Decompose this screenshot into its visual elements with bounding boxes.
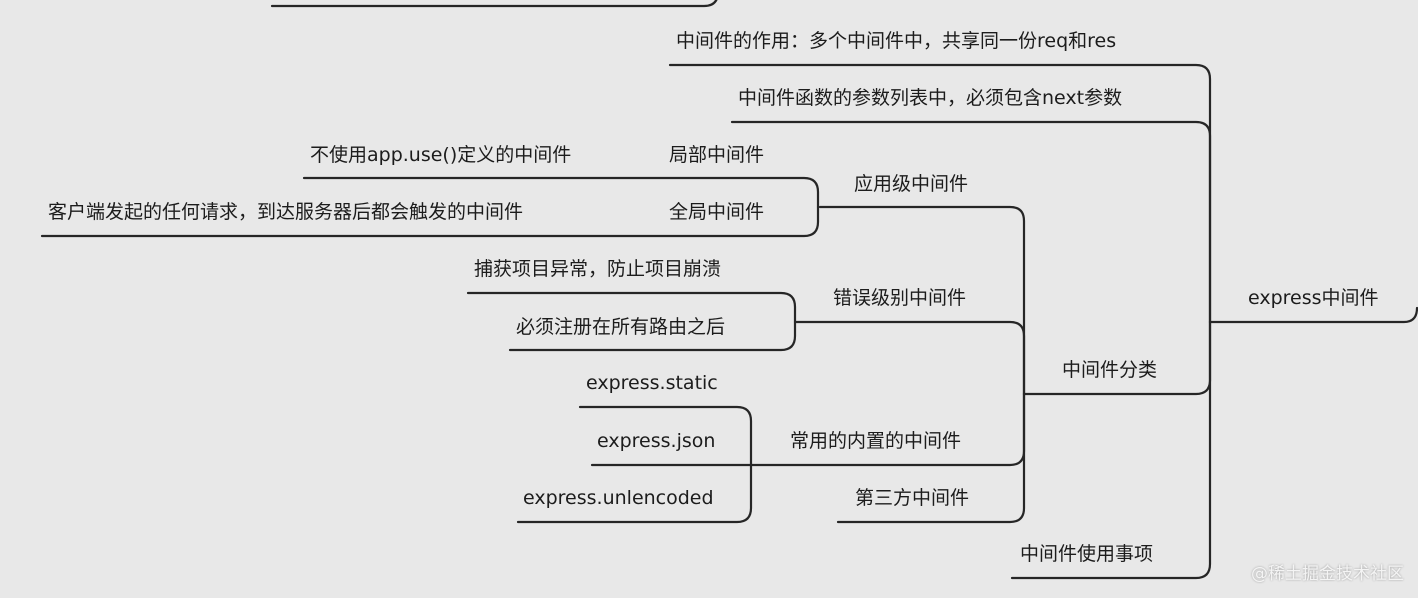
branch-usage-notes-label: 中间件使用事项 bbox=[1020, 543, 1154, 565]
category-app-level-label: 应用级中间件 bbox=[854, 173, 969, 195]
connector-app-local bbox=[302, 176, 820, 209]
watermark: @稀土掘金技术社区 bbox=[1251, 564, 1404, 584]
branch-next-param-label: 中间件函数的参数列表中，必须包含next参数 bbox=[738, 87, 1123, 109]
app-global-desc-label: 客户端发起的任何请求，到达服务器后都会触发的中间件 bbox=[48, 201, 524, 223]
builtin-unlencoded-label: express.unlencoded bbox=[523, 487, 714, 509]
builtin-json-label: express.json bbox=[597, 430, 716, 452]
branch-category-label: 中间件分类 bbox=[1062, 359, 1158, 381]
connector-category-thirdparty bbox=[836, 392, 1026, 524]
top-cutoff-line bbox=[270, 0, 718, 8]
connector-category-app bbox=[818, 205, 1026, 396]
app-global-label: 全局中间件 bbox=[669, 201, 765, 223]
app-local-desc-label: 不使用app.use()定义的中间件 bbox=[310, 144, 572, 166]
app-local-label: 局部中间件 bbox=[669, 144, 765, 166]
connector-error-register bbox=[508, 320, 797, 352]
error-catch-label: 捕获项目异常，防止项目崩溃 bbox=[474, 258, 722, 280]
branch-role-label: 中间件的作用：多个中间件中，共享同一份req和res bbox=[676, 30, 1117, 52]
connector-root-role bbox=[668, 63, 1212, 324]
connector-app-global bbox=[40, 205, 820, 238]
connector-builtin-unlencoded bbox=[516, 463, 753, 524]
root-node-label: express中间件 bbox=[1248, 287, 1379, 309]
connector-error-catch bbox=[466, 291, 797, 324]
category-error-level-label: 错误级别中间件 bbox=[833, 287, 967, 309]
category-third-party-label: 第三方中间件 bbox=[855, 487, 970, 509]
connector-category-error bbox=[794, 320, 1026, 396]
category-builtin-label: 常用的内置的中间件 bbox=[790, 430, 962, 452]
root-underline bbox=[1208, 306, 1418, 324]
connector-builtin-static bbox=[578, 405, 753, 467]
connector-root-next bbox=[730, 120, 1212, 324]
builtin-static-label: express.static bbox=[586, 372, 718, 394]
connector-root-usage bbox=[1010, 320, 1212, 580]
error-register-label: 必须注册在所有路由之后 bbox=[516, 316, 726, 338]
